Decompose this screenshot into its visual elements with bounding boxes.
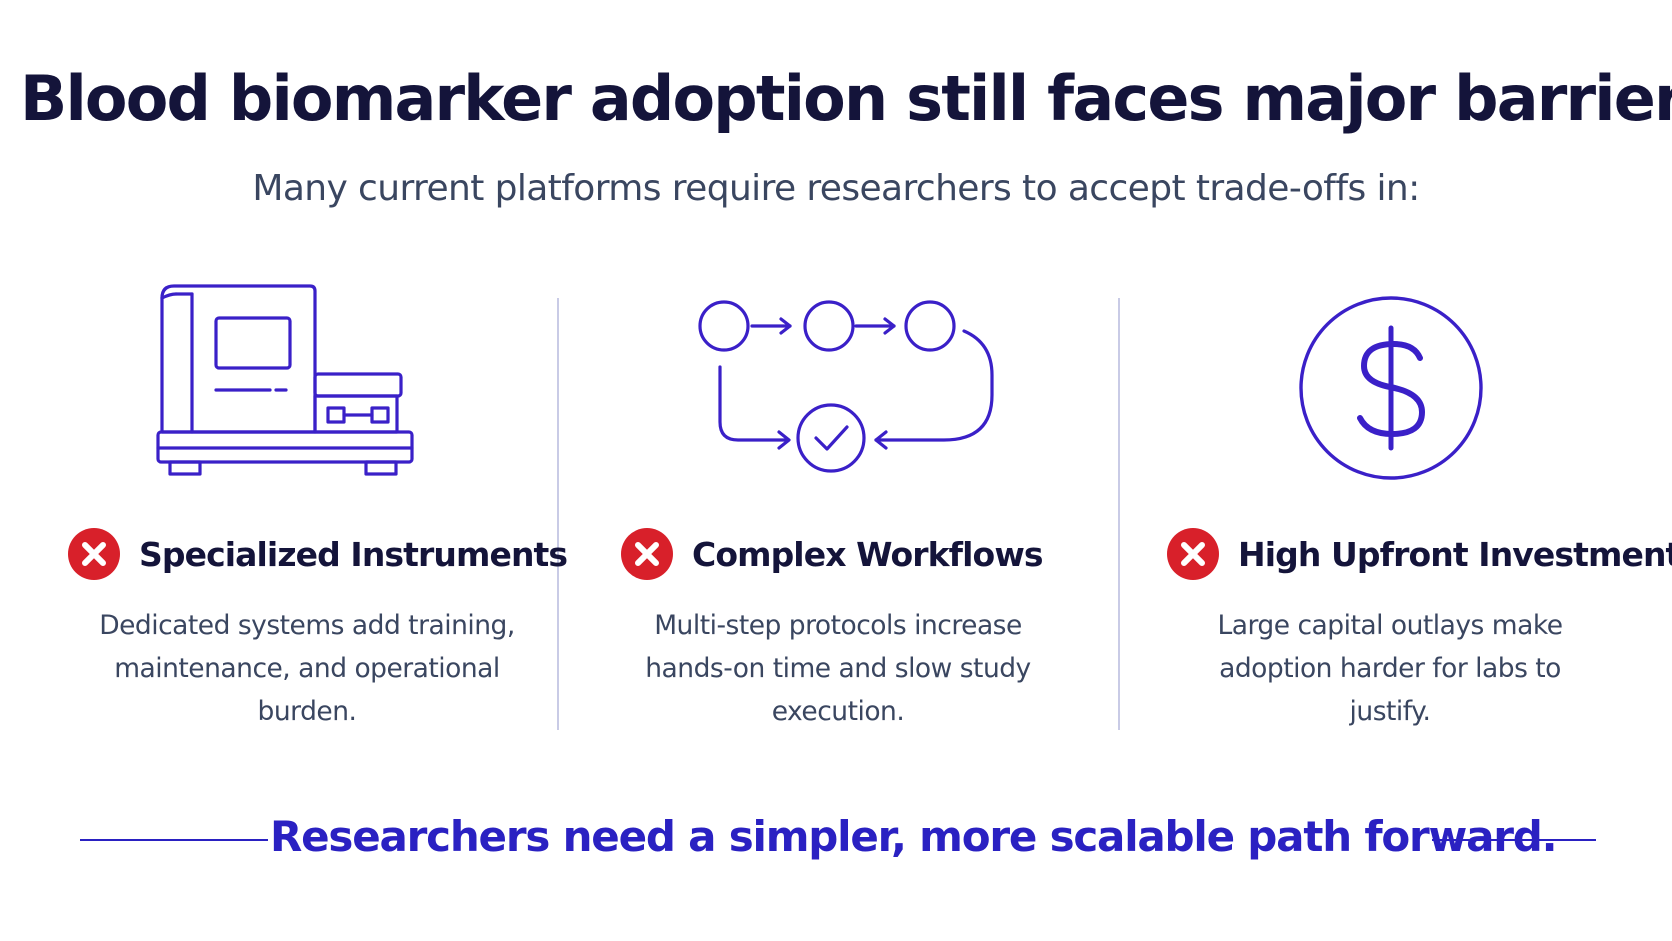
column-header: Specialized Instruments xyxy=(67,524,568,584)
column-description: Large capital outlays make adoption hard… xyxy=(1217,610,1563,727)
tagline: Researchers need a simpler, more scalabl… xyxy=(270,812,1558,861)
workflow-cycle-icon xyxy=(690,295,1010,485)
column-header: High Upfront Investment xyxy=(1166,524,1672,584)
column-title: High Upfront Investment xyxy=(1238,534,1672,574)
page-subtitle: Many current platforms require researche… xyxy=(252,168,1420,209)
tagline-rule-left xyxy=(80,839,268,841)
column-description: Dedicated systems add training, maintena… xyxy=(99,610,515,727)
column-description: Multi-step protocols increase hands-on t… xyxy=(645,610,1031,727)
column-header: Complex Workflows xyxy=(620,524,1044,584)
x-circle-icon xyxy=(1166,527,1220,581)
column-divider xyxy=(557,298,559,730)
x-circle-icon xyxy=(67,527,121,581)
column-divider xyxy=(1118,298,1120,730)
column-title: Specialized Instruments xyxy=(139,534,568,574)
column-title: Complex Workflows xyxy=(692,534,1044,574)
page-title: Blood biomarker adoption still faces maj… xyxy=(20,62,1672,135)
x-circle-icon xyxy=(620,527,674,581)
lab-instrument-icon xyxy=(150,280,420,485)
dollar-coin-icon xyxy=(1298,292,1484,484)
tagline-rule-right xyxy=(1432,839,1596,841)
